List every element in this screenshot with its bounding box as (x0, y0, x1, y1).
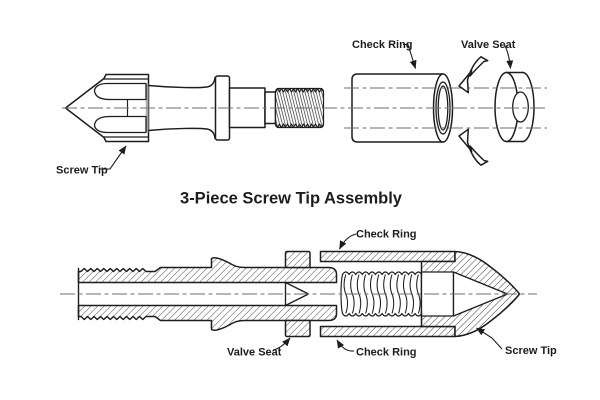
body-top-edge (147, 76, 216, 89)
label-check-ring-lower: Check Ring (356, 347, 417, 359)
leader-screw-tip-top-view (99, 145, 127, 170)
insert-arrow-top-icon (458, 56, 489, 94)
label-screw-tip-section: Screw Tip (505, 345, 557, 357)
check-ring-lower-band (319, 325, 456, 338)
label-check-ring-exploded: Check Ring (352, 39, 413, 51)
label-screw-tip-exploded: Screw Tip (56, 165, 108, 177)
label-valve-seat-exploded: Valve Seat (461, 39, 516, 51)
leader-check-ring-upper (339, 233, 357, 250)
valve-seat-upper-block (284, 250, 311, 269)
check-ring-exploded (351, 73, 454, 143)
exploded-view: Check Ring Valve Seat Screw Tip (56, 39, 547, 177)
shank-section (77, 257, 338, 331)
thread-profile-bottom (341, 312, 423, 317)
valve-seat-hole (512, 91, 529, 123)
thread-crests-top (274, 87, 325, 93)
leader-valve-seat-top-view (504, 44, 514, 69)
leader-check-ring-lower (336, 339, 355, 352)
valve-seat-exploded (494, 71, 535, 143)
diagram-title: 3-Piece Screw Tip Assembly (180, 190, 403, 208)
assembled-view: Check Ring Valve Seat Check Ring Screw T… (60, 229, 557, 359)
label-valve-seat-section: Valve Seat (227, 347, 282, 359)
leader-screw-tip-section (476, 327, 503, 350)
shank-upper-band (77, 257, 338, 284)
valve-seat-section (284, 250, 311, 338)
flute-lower (93, 115, 147, 134)
thread-crests-bottom (274, 123, 325, 129)
leader-check-ring-top-view (403, 43, 417, 69)
label-check-ring-upper: Check Ring (356, 229, 417, 241)
body-bottom-edge (147, 127, 216, 140)
insert-arrow-bottom-icon (458, 128, 489, 166)
check-ring-upper-band (319, 250, 456, 263)
leader-valve-seat-section (272, 337, 291, 351)
thread-profile-top (341, 271, 423, 276)
valve-seat-lower-block (284, 319, 311, 338)
flute-upper (93, 82, 147, 101)
check-ring-body (351, 73, 444, 143)
crown-ridge-lines (103, 78, 150, 138)
shank-lower-band (77, 304, 338, 331)
